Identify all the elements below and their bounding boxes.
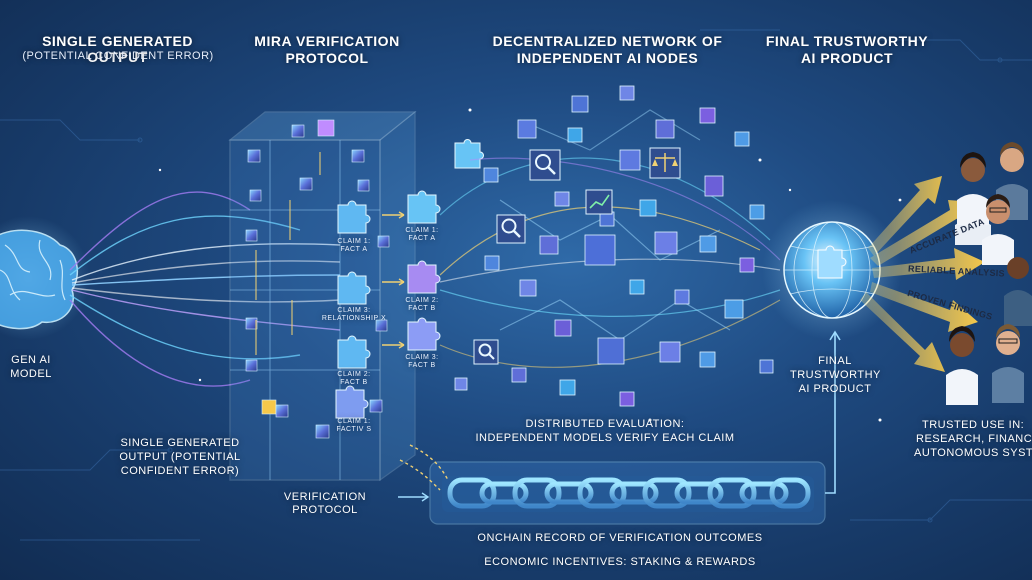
single-output-subtitle: (POTENTIAL CONFIDENT ERROR) — [18, 50, 218, 63]
outside-claim-label: CLAIM 2:FACT B — [400, 297, 444, 313]
inside-claim-label: CLAIM 3:RELATIONSHIP X — [318, 307, 390, 323]
mira-title-line2: PROTOCOL — [247, 50, 407, 66]
final-title-line2: AI PRODUCT — [762, 50, 932, 66]
trusted-use-line1: TRUSTED USE IN: — [922, 419, 1032, 432]
final-title-line1: FINAL TRUSTWORTHY — [762, 33, 932, 49]
network-title-line1: DECENTRALIZED NETWORK OF — [490, 33, 725, 49]
inside-claim-label: CLAIM 1:FACT A — [330, 238, 378, 254]
network-title-line2: INDEPENDENT AI NODES — [490, 50, 725, 66]
trusted-use-line3: AUTONOMOUS SYSTEM — [914, 447, 1032, 460]
product-label-line3: AI PRODUCT — [790, 383, 880, 396]
verification-protocol-caption: VERIFICATION PROTOCOL — [250, 491, 400, 516]
puzzle-icon — [408, 140, 484, 351]
outside-claim-label: CLAIM 1:FACT A — [400, 227, 444, 243]
distributed-evaluation-line1: DISTRIBUTED EVALUATION: — [470, 418, 740, 431]
scales-icon — [650, 148, 680, 178]
bar-chart-icon — [586, 190, 612, 214]
chain-link-icon — [430, 462, 825, 524]
trusted-use-line2: RESEARCH, FINANCE — [916, 433, 1032, 446]
gen-ai-label-line1: GEN AI — [6, 354, 56, 367]
economic-incentives-caption: ECONOMIC INCENTIVES: STAKING & REWARDS — [455, 556, 785, 569]
bottom-output-line2: OUTPUT (POTENTIAL — [100, 451, 260, 464]
onchain-record-caption: ONCHAIN RECORD OF VERIFICATION OUTCOMES — [455, 532, 785, 545]
inside-claim-label: CLAIM 1:FACTIV S — [330, 418, 378, 434]
inside-claim-label: CLAIM 2:FACT B — [330, 371, 378, 387]
distributed-evaluation-line2: INDEPENDENT MODELS VERIFY EACH CLAIM — [470, 432, 740, 445]
bottom-output-line1: SINGLE GENERATED — [100, 437, 260, 450]
product-label-line2: TRUSTWORTHY — [790, 369, 880, 382]
bottom-output-line3: CONFIDENT ERROR) — [100, 465, 260, 478]
product-label-line1: FINAL — [790, 355, 880, 368]
verification-cube — [230, 112, 415, 480]
protocol-to-chain-arrow — [398, 493, 428, 501]
gen-ai-label-line2: MODEL — [6, 368, 56, 381]
mira-title-line1: MIRA VERIFICATION — [247, 33, 407, 49]
outside-claim-label: CLAIM 3:FACT B — [400, 354, 444, 370]
